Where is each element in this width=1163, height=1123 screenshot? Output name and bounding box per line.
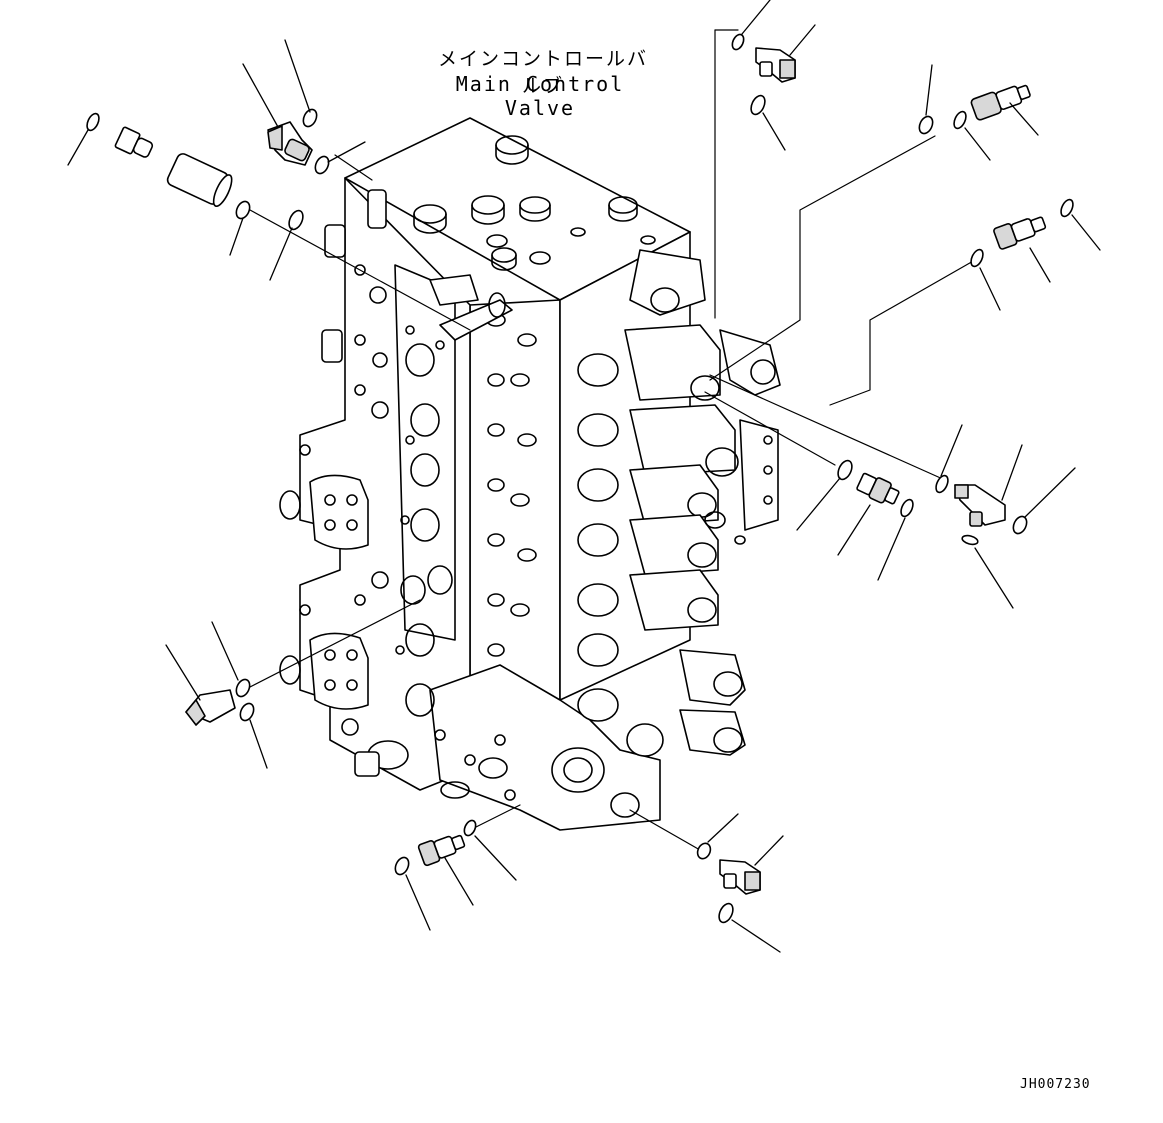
fittings	[115, 48, 1048, 894]
o-ring	[835, 458, 854, 481]
o-ring	[462, 819, 478, 838]
tee-fitting	[955, 485, 1005, 526]
drawing-id: JH007230	[1020, 1077, 1091, 1092]
left-side-ports	[355, 265, 452, 716]
pressure-sensor-bottom	[720, 860, 760, 894]
adapter-fitting-right	[993, 212, 1048, 250]
o-rings	[85, 33, 1076, 925]
o-ring	[961, 534, 979, 546]
bottom-adapter-fitting	[418, 830, 467, 866]
elbow-fitting	[268, 122, 312, 165]
o-ring	[917, 114, 935, 135]
union-fitting	[856, 471, 902, 508]
o-ring	[695, 841, 713, 861]
adapter-fitting-top-right	[970, 80, 1032, 121]
o-ring	[234, 677, 252, 698]
top-left-plugs	[322, 190, 512, 362]
o-ring	[238, 701, 256, 722]
pressure-sensor-top	[756, 48, 795, 82]
top-caps	[414, 136, 655, 270]
o-ring	[934, 474, 951, 495]
plug-fitting	[115, 127, 155, 161]
o-ring	[716, 901, 735, 924]
o-ring	[899, 498, 916, 519]
o-ring	[234, 199, 252, 220]
title-english: Main Control Valve	[455, 72, 625, 120]
o-ring	[393, 855, 411, 876]
assembly-lines	[248, 30, 975, 850]
o-ring	[969, 248, 986, 269]
sleeve-fitting	[166, 152, 236, 209]
o-ring	[286, 208, 305, 231]
title-japanese: メインコントロールバルブ	[437, 48, 648, 97]
right-spool-covers	[578, 250, 780, 755]
o-ring	[748, 93, 767, 116]
o-ring	[952, 110, 969, 131]
leader-lines	[68, 0, 1100, 952]
o-ring	[301, 107, 319, 128]
left-cover-plates	[280, 445, 368, 709]
o-ring	[1059, 198, 1076, 219]
left-elbow-fitting	[186, 690, 235, 725]
front-face-ports	[487, 314, 536, 656]
valve-body	[280, 118, 780, 830]
o-ring	[1011, 514, 1029, 535]
o-ring	[730, 33, 746, 52]
o-ring	[313, 154, 331, 175]
o-ring	[85, 112, 102, 133]
